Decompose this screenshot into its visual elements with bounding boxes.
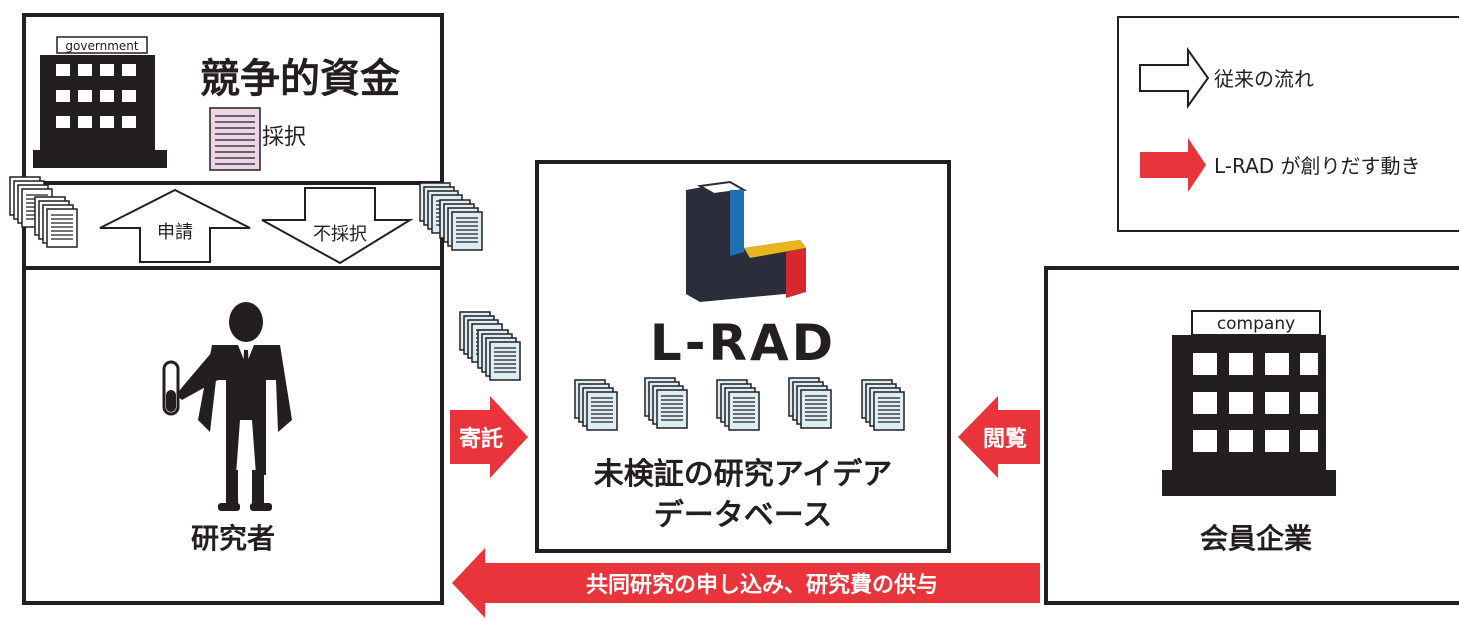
legend-lrad-label: L-RAD が創りだす動き [1214, 154, 1421, 178]
researcher-panel: 研究者 [22, 266, 444, 605]
lrad-panel: L-RAD 未検証の研究アイデア データベース [535, 160, 951, 553]
legend-traditional-arrow [1139, 46, 1210, 110]
government-sign: government [65, 39, 138, 53]
company-building-icon [1162, 310, 1336, 496]
adopted-document-icon [209, 107, 261, 171]
adopted-label: 採択 [262, 125, 306, 150]
researcher-person-icon [162, 302, 292, 511]
entrust-label: 寄託 [459, 426, 503, 452]
application-strip: 申請 不採択 [10, 177, 482, 270]
reject-label: 不採択 [313, 224, 367, 245]
entrust-arrow: 寄託 [450, 396, 528, 478]
company-label: 会員企業 [1200, 522, 1312, 555]
company-sign: company [1217, 314, 1295, 334]
legend: 従来の流れ L-RAD が創りだす動き [1117, 16, 1459, 232]
joint-research-label: 共同研究の申し込み、研究費の供与 [586, 572, 938, 598]
joint-research-arrow: 共同研究の申し込み、研究費の供与 [452, 548, 1040, 618]
researcher-label: 研究者 [191, 522, 275, 555]
lrad-logo-text: L-RAD [650, 314, 836, 372]
apply-label: 申請 [157, 222, 193, 243]
entrust-documents-icon [460, 312, 520, 380]
lrad-db-line1: 未検証の研究アイデア [594, 457, 893, 492]
legend-lrad-arrow [1140, 138, 1206, 192]
company-panel: company 会員企業 [1044, 266, 1459, 605]
government-title: 競争的資金 [200, 56, 401, 102]
browse-label: 閲覧 [983, 426, 1027, 452]
government-building-icon [33, 36, 167, 168]
browse-arrow: 閲覧 [958, 396, 1040, 478]
lrad-db-line2: データベース [654, 498, 833, 533]
apply-arrow [99, 188, 251, 263]
reject-arrow [261, 187, 414, 265]
government-panel: government 競争的資金 採択 [22, 13, 444, 185]
lrad-logo-icon [686, 180, 806, 302]
legend-traditional-label: 従来の流れ [1214, 67, 1314, 91]
